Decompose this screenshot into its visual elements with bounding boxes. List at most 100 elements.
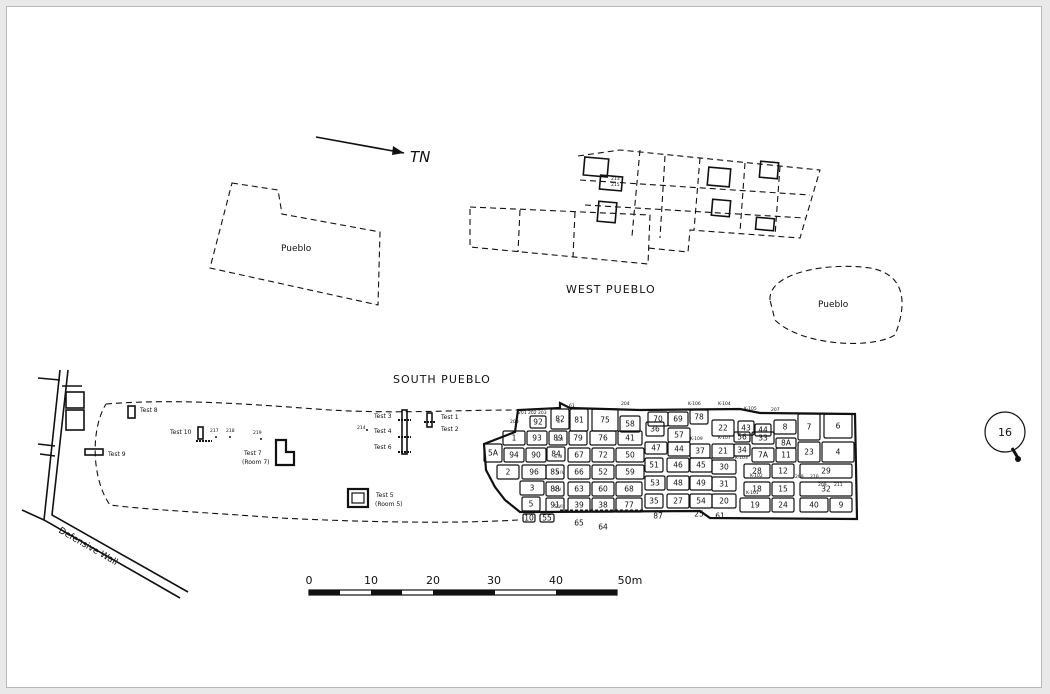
room-number: 70 <box>653 415 663 424</box>
room-cell[interactable] <box>829 497 853 513</box>
room-cell[interactable] <box>711 493 737 509</box>
room-cell[interactable] <box>545 497 565 513</box>
room-cell[interactable] <box>529 415 547 429</box>
scale-bar[interactable]: 0 10 20 30 40 50m <box>306 574 643 596</box>
room-cell[interactable] <box>771 497 795 513</box>
north-arrow: TN <box>315 136 430 166</box>
room-cell[interactable] <box>591 481 615 497</box>
room-number: 51 <box>649 461 659 470</box>
room-cell[interactable] <box>797 441 821 463</box>
room-cell[interactable] <box>617 430 643 446</box>
room-cell[interactable] <box>799 497 829 513</box>
sheet-badge-label: 16 <box>998 426 1012 439</box>
room-cell[interactable] <box>711 476 737 492</box>
room-number: 87 <box>653 512 663 521</box>
room-number: 5 <box>529 500 534 509</box>
room-annotations: 201 202 203 200 204 61 K-106 K-104 K-105… <box>510 401 843 513</box>
room-cell[interactable] <box>666 475 690 491</box>
room-cell[interactable] <box>689 409 709 425</box>
room-cell[interactable] <box>567 447 591 463</box>
room-cell[interactable] <box>550 408 570 430</box>
room-cell[interactable] <box>775 447 797 463</box>
room-cell[interactable] <box>519 480 545 496</box>
room-cell[interactable] <box>739 497 771 513</box>
room-cell[interactable] <box>545 481 565 497</box>
room-cell[interactable] <box>496 464 520 480</box>
room-cell[interactable] <box>644 475 666 491</box>
room-cell[interactable] <box>737 420 755 436</box>
room-cell[interactable] <box>546 446 566 462</box>
room-cell[interactable] <box>591 464 615 480</box>
pueblo-nw-label: Pueblo <box>281 244 312 254</box>
room-number: 85 <box>550 468 560 477</box>
room-cell[interactable] <box>591 447 615 463</box>
room-cell[interactable] <box>773 419 797 435</box>
room-number: 69 <box>673 415 683 424</box>
room-cell[interactable] <box>666 457 690 473</box>
test-8-label: Test 8 <box>139 407 158 414</box>
room-cell[interactable] <box>589 430 617 446</box>
room-cell[interactable] <box>799 481 853 497</box>
room-cell[interactable] <box>525 447 547 463</box>
room-cell[interactable] <box>797 413 821 441</box>
room-cell[interactable] <box>711 419 735 437</box>
room-cell[interactable] <box>771 481 795 497</box>
room-number: 84 <box>551 450 561 459</box>
room-cell[interactable] <box>619 415 641 433</box>
svg-text:211: 211 <box>834 482 843 488</box>
room-cell[interactable] <box>751 447 775 463</box>
room-cell[interactable] <box>567 497 591 513</box>
svg-text:210: 210 <box>810 474 819 480</box>
room-number: 23 <box>804 448 814 457</box>
room-number: 29 <box>821 467 831 476</box>
room-cell[interactable] <box>743 481 771 497</box>
room-number: 88 <box>550 485 560 494</box>
room-cell[interactable] <box>666 493 690 509</box>
room-cell[interactable] <box>567 464 591 480</box>
room-cell[interactable] <box>539 513 555 523</box>
svg-text:K-106: K-106 <box>688 401 701 407</box>
room-cell[interactable] <box>545 464 565 480</box>
room-cell[interactable] <box>644 441 668 455</box>
room-cell[interactable] <box>799 463 853 479</box>
room-cell[interactable] <box>615 447 645 463</box>
room-cell[interactable] <box>771 463 795 479</box>
svg-text:K-102: K-102 <box>750 473 763 479</box>
room-cell[interactable] <box>567 481 591 497</box>
room-cell[interactable] <box>743 463 771 479</box>
room-cell[interactable] <box>615 464 645 480</box>
room-cell[interactable] <box>521 496 541 512</box>
room-number: 76 <box>598 434 608 443</box>
svg-text:K-103: K-103 <box>735 455 748 461</box>
room-cell[interactable] <box>644 457 664 473</box>
svg-text:K-101: K-101 <box>746 490 759 496</box>
room-cell[interactable] <box>667 411 689 427</box>
room-number: 41 <box>625 434 635 443</box>
room-number: 82 <box>555 415 565 424</box>
svg-text:K-104: K-104 <box>718 401 731 407</box>
room-cell[interactable] <box>526 430 548 446</box>
room-cell[interactable] <box>645 421 665 437</box>
room-cell[interactable] <box>615 497 643 513</box>
room-number: 45 <box>696 461 706 470</box>
svg-text:S IV: S IV <box>556 470 566 476</box>
room-cell[interactable] <box>733 443 751 457</box>
room-cell[interactable] <box>502 430 526 446</box>
room-cell[interactable] <box>711 459 737 475</box>
room-cell[interactable] <box>754 423 772 437</box>
room-cell[interactable] <box>568 430 588 446</box>
room-cell[interactable] <box>751 431 775 445</box>
room-cell[interactable] <box>483 443 503 463</box>
room-cell[interactable] <box>522 513 536 523</box>
scale-tick-20: 20 <box>426 574 440 587</box>
room-cell[interactable] <box>548 430 568 446</box>
room-cell[interactable] <box>644 493 664 509</box>
sheet-badge[interactable]: 16 <box>984 411 1026 462</box>
room-number: 75 <box>600 416 610 425</box>
room-number: 64 <box>598 523 608 532</box>
room-cell[interactable] <box>733 431 751 443</box>
room-cell[interactable] <box>823 413 853 439</box>
room-cell[interactable] <box>821 441 855 463</box>
room-cell[interactable] <box>503 447 525 463</box>
room-cell[interactable] <box>615 481 643 497</box>
